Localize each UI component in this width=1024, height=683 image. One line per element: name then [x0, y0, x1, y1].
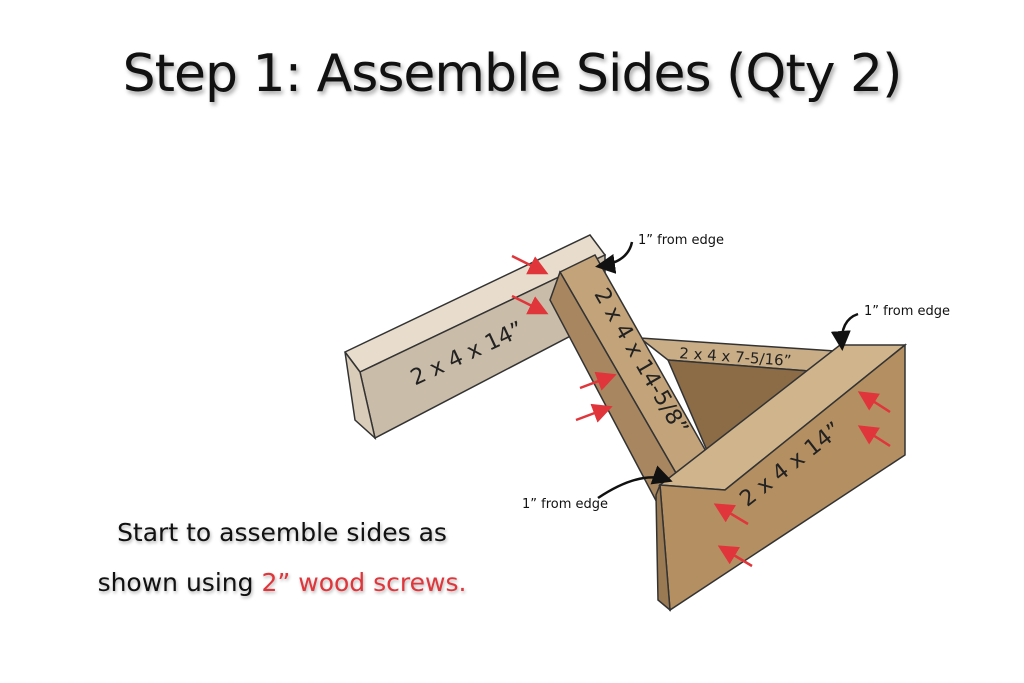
screw-arrow	[579, 371, 617, 391]
screw-arrow	[575, 403, 613, 423]
screw-arrows	[511, 254, 891, 568]
page-title: Step 1: Assemble Sides (Qty 2)	[122, 44, 903, 104]
front-leg-board	[655, 343, 908, 612]
screw-arrow	[857, 425, 891, 448]
callout-arrow-right	[830, 312, 859, 351]
screw-arrow	[511, 294, 549, 315]
screw-arrow	[511, 254, 549, 275]
screw-arrow	[717, 545, 753, 568]
caption-line-2-prefix: shown using	[97, 568, 262, 597]
callout-bottom-label: 1” from edge	[522, 497, 608, 512]
callout-top-label: 1” from edge	[638, 233, 724, 248]
caption-highlight: 2” wood screws.	[261, 568, 467, 597]
instruction-caption: Start to assemble sides as shown using 2…	[92, 508, 472, 608]
callout-right-label: 1” from edge	[864, 304, 950, 319]
callout-arrow-bottom	[597, 465, 673, 500]
screw-arrow	[857, 391, 891, 414]
caption-line-2: shown using 2” wood screws.	[92, 558, 472, 608]
brace-board	[637, 337, 853, 464]
caption-line-1: Start to assemble sides as	[117, 518, 447, 547]
screw-arrow	[713, 503, 749, 526]
callout-arrows	[595, 241, 859, 500]
callout-arrow-top	[595, 241, 634, 274]
